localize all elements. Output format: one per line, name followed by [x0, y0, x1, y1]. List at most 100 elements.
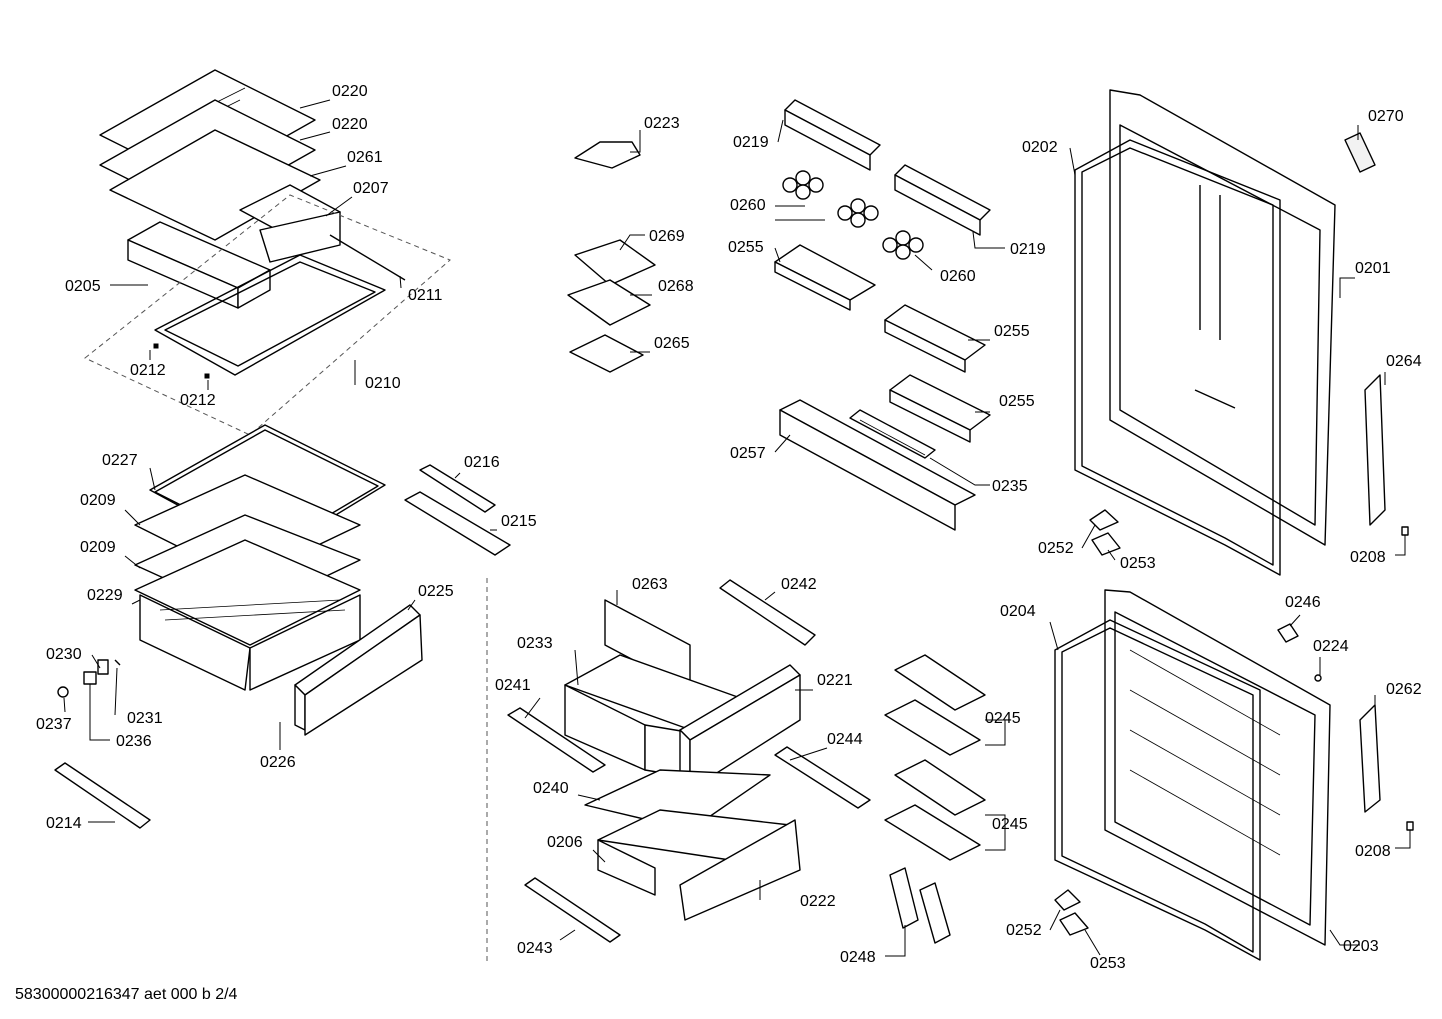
label-0237: 0237 [36, 716, 72, 733]
hinge-0252-top [1089, 509, 1119, 531]
rail-0244 [774, 746, 871, 809]
crisper-drawer [134, 539, 361, 691]
ice-tray-0245-c [894, 759, 986, 816]
label-0204: 0204 [1000, 603, 1036, 620]
label-0248: 0248 [840, 949, 876, 966]
label-0207: 0207 [353, 180, 389, 197]
label-0253-top: 0253 [1120, 555, 1156, 572]
label-0225: 0225 [418, 583, 454, 600]
clip-0208-top [1401, 526, 1409, 536]
egg-holder-0260-a [782, 170, 824, 200]
label-0236: 0236 [116, 733, 152, 750]
bin-0257 [779, 399, 976, 531]
label-0255-b: 0255 [994, 323, 1030, 340]
label-0257: 0257 [730, 445, 766, 462]
document-id: 58300000216347 aet 000 b 2/4 [15, 986, 238, 1003]
label-0263: 0263 [632, 576, 668, 593]
tray-0269 [574, 239, 656, 286]
label-0201: 0201 [1355, 260, 1391, 277]
label-0242: 0242 [781, 576, 817, 593]
mat-0268 [567, 279, 651, 326]
ice-tray-0245-a [894, 654, 986, 711]
fridge-door-0201 [1109, 89, 1336, 546]
ice-tray-0245-d [884, 804, 981, 861]
hinge-0253-top [1091, 532, 1121, 556]
part-0246 [1277, 623, 1299, 643]
bottle-guard-0235 [849, 409, 936, 459]
label-0241: 0241 [495, 677, 531, 694]
label-0231: 0231 [127, 710, 163, 727]
screw-0224 [1314, 674, 1322, 682]
label-0210: 0210 [365, 375, 401, 392]
label-0260-b: 0260 [940, 268, 976, 285]
label-0223: 0223 [644, 115, 680, 132]
rail-0215 [404, 491, 511, 556]
tray-0265 [569, 334, 644, 373]
drawer-pair [127, 184, 341, 309]
egg-holder-0260-b [837, 198, 879, 228]
label-0230: 0230 [46, 646, 82, 663]
label-0243: 0243 [517, 940, 553, 957]
part-0223 [574, 141, 641, 169]
glass-shelf-frame [154, 234, 406, 376]
label-0208-top: 0208 [1350, 549, 1386, 566]
label-0268: 0268 [658, 278, 694, 295]
label-0255-a: 0255 [728, 239, 764, 256]
fridge-door-seal-0202 [1074, 139, 1281, 576]
label-0270: 0270 [1368, 108, 1404, 125]
label-0205: 0205 [65, 278, 101, 295]
label-0235: 0235 [992, 478, 1028, 495]
freezer-drawer-lower-0206 [597, 809, 801, 921]
leader-lines [63, 99, 1411, 957]
rail-0214 [54, 762, 151, 829]
rail-0242 [719, 579, 816, 646]
rail-0241 [507, 707, 606, 773]
label-0208-bottom: 0208 [1355, 843, 1391, 860]
label-0245-a: 0245 [985, 710, 1021, 727]
label-0265: 0265 [654, 335, 690, 352]
hinge-0253-bottom [1059, 912, 1089, 936]
label-0227: 0227 [102, 452, 138, 469]
label-0219-b: 0219 [1010, 241, 1046, 258]
label-0261: 0261 [347, 149, 383, 166]
egg-holder-0260-c [882, 230, 924, 260]
label-0214: 0214 [46, 815, 82, 832]
freezer-door-seal-0204 [1054, 619, 1261, 961]
label-0252-bottom: 0252 [1006, 922, 1042, 939]
label-0244: 0244 [827, 731, 863, 748]
ice-tray-0245-b [884, 699, 981, 756]
label-0221: 0221 [817, 672, 853, 689]
label-0264: 0264 [1386, 353, 1422, 370]
crisper-front-panel [294, 604, 423, 736]
label-0219-a: 0219 [733, 134, 769, 151]
bin-0255-b [884, 304, 986, 373]
label-0253-bottom: 0253 [1090, 955, 1126, 972]
label-0215: 0215 [501, 513, 537, 530]
label-0269: 0269 [649, 228, 685, 245]
label-0224: 0224 [1313, 638, 1349, 655]
label-0202: 0202 [1022, 139, 1058, 156]
label-0220-b: 0220 [332, 116, 368, 133]
bin-0255-a [774, 244, 876, 311]
label-0209-a: 0209 [80, 492, 116, 509]
label-0255-c: 0255 [999, 393, 1035, 410]
label-0216: 0216 [464, 454, 500, 471]
freezer-door-0203 [1104, 589, 1331, 946]
label-0245-b: 0245 [992, 816, 1028, 833]
label-0220-a: 0220 [332, 83, 368, 100]
bin-0219-right [894, 164, 991, 236]
label-0252-top: 0252 [1038, 540, 1074, 557]
label-0246: 0246 [1285, 594, 1321, 611]
label-0212-a: 0212 [130, 362, 166, 379]
hinge-0252-bottom [1054, 889, 1081, 911]
label-0260-a: 0260 [730, 197, 766, 214]
handle-0264 [1364, 374, 1386, 526]
label-0212-b: 0212 [180, 392, 216, 409]
hinge-parts-small [57, 659, 121, 698]
part-labels: 0220 0220 0261 0207 0205 0211 0212 0212 … [36, 83, 1422, 972]
part-0270 [1344, 132, 1376, 173]
label-0226: 0226 [260, 754, 296, 771]
label-0209-b: 0209 [80, 539, 116, 556]
rail-0243 [524, 877, 621, 943]
